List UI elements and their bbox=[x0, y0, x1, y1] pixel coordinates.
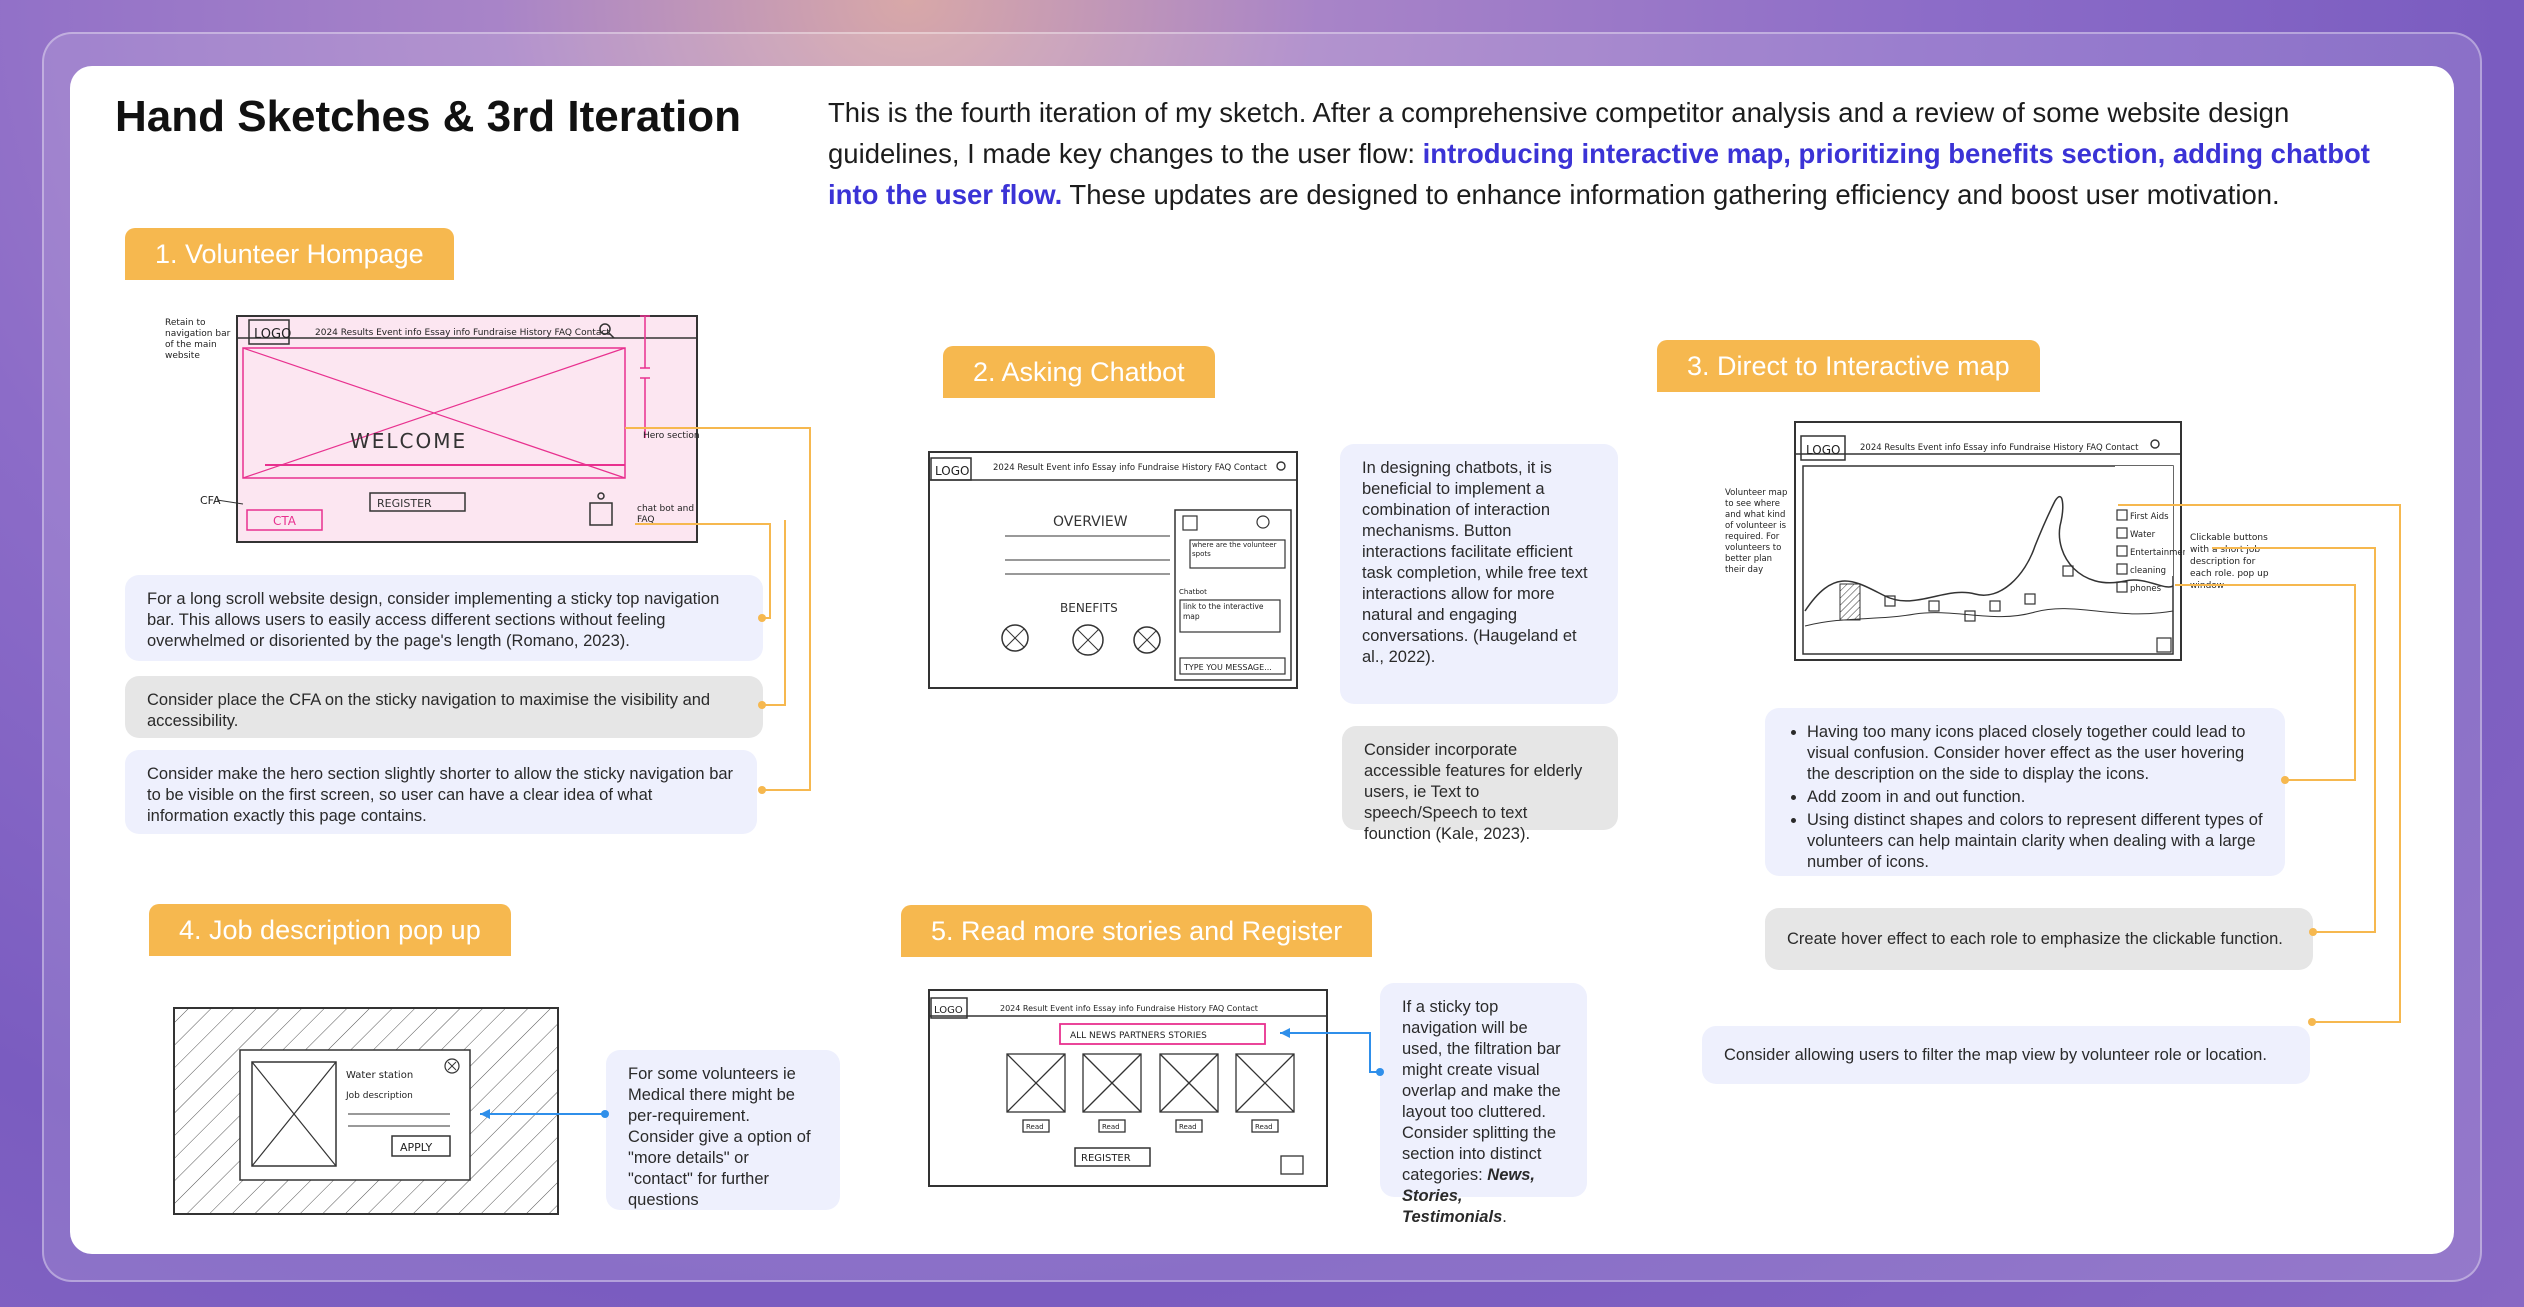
home-annotation-nav: Retain to navigation bar of the main web… bbox=[165, 318, 231, 361]
chat-bot-label: Chatbot bbox=[1179, 588, 1207, 596]
note-map-bullet-3: Using distinct shapes and colors to repr… bbox=[1807, 810, 2263, 873]
home-search-icon bbox=[599, 323, 611, 335]
note-cfa-nav: Consider place the CFA on the sticky nav… bbox=[125, 676, 763, 738]
page-title: Hand Sketches & 3rd Iteration bbox=[115, 92, 741, 141]
map-legend-water: Water bbox=[2130, 530, 2156, 540]
map-zoom-icon bbox=[2156, 637, 2172, 653]
stories-read-1: Read bbox=[1026, 1123, 1044, 1131]
job-popup-sketch: Water station Job description APPLY bbox=[170, 1004, 562, 1218]
map-legend-cleaning: cleaning bbox=[2130, 566, 2166, 576]
section-tag-stories-register: 5. Read more stories and Register bbox=[901, 905, 1373, 957]
map-legend-entertainment: Entertainment bbox=[2130, 548, 2185, 558]
note-filtration-end: . bbox=[1502, 1208, 1507, 1226]
popup-title: Water station bbox=[346, 1070, 413, 1081]
map-search-icon bbox=[2150, 439, 2160, 449]
section-tag-homepage: 1. Volunteer Hompage bbox=[125, 228, 454, 280]
chat-overview: OVERVIEW bbox=[1053, 514, 1128, 530]
stories-register-button bbox=[1074, 1147, 1151, 1167]
chat-logo: LOGO bbox=[935, 464, 969, 478]
note-filtration-bar: If a sticky top navigation will be used,… bbox=[1380, 983, 1587, 1226]
popup-apply-text: APPLY bbox=[400, 1141, 432, 1154]
home-annotation-hero: Hero section bbox=[643, 431, 700, 441]
homepage-sketch: LOGO 2024 Results Event info Essay info … bbox=[165, 298, 710, 548]
map-legend-first-aid: First Aids bbox=[2130, 512, 2169, 522]
intro-text-1: This is the fourth iteration of my sketc… bbox=[828, 97, 2290, 169]
note-map-icons: Having too many icons placed closely tog… bbox=[1765, 708, 2285, 876]
map-nav: 2024 Results Event info Essay info Fundr… bbox=[1860, 443, 2139, 453]
stories-read-2: Read bbox=[1102, 1123, 1120, 1131]
popup-close-icon bbox=[444, 1058, 460, 1074]
home-annotation-chat: chat bot and FAQ bbox=[637, 504, 695, 525]
stories-register-text: REGISTER bbox=[1081, 1153, 1131, 1164]
intro-paragraph: This is the fourth iteration of my sketc… bbox=[828, 92, 2388, 215]
stories-read-3: Read bbox=[1179, 1123, 1197, 1131]
map-annotation-left: Volunteer map to see where and what kind… bbox=[1725, 488, 1788, 575]
note-filtration-categories: News, Stories, Testimonials bbox=[1402, 1166, 1535, 1226]
popup-apply-button bbox=[391, 1135, 451, 1157]
chat-close-icon bbox=[1256, 515, 1270, 529]
note-hero-shorter: Consider make the hero section slightly … bbox=[125, 750, 757, 834]
section-tag-job-popup: 4. Job description pop up bbox=[149, 904, 511, 956]
chat-benefits: BENEFITS bbox=[1060, 601, 1118, 615]
stories-read-4: Read bbox=[1255, 1123, 1273, 1131]
section-tag-chatbot: 2. Asking Chatbot bbox=[943, 346, 1215, 398]
intro-highlight: introducing interactive map, prioritizin… bbox=[828, 138, 2370, 210]
stories-filter-bar bbox=[1059, 1023, 1266, 1045]
note-accessible-features: Consider incorporate accessible features… bbox=[1342, 726, 1618, 843]
note-chatbot-interactions: In designing chatbots, it is beneficial … bbox=[1340, 444, 1618, 704]
popup-window bbox=[239, 1049, 471, 1181]
home-cta-text: CTA bbox=[273, 514, 297, 528]
note-map-filter: Consider allowing users to filter the ma… bbox=[1702, 1026, 2310, 1084]
home-chatbot-icon bbox=[589, 502, 613, 526]
home-register-text: REGISTER bbox=[377, 497, 432, 510]
stories-nav: 2024 Result Event info Essay info Fundra… bbox=[1000, 1004, 1258, 1013]
chat-search-icon bbox=[1276, 461, 1286, 471]
popup-desc: Job description bbox=[345, 1091, 413, 1101]
home-annotation-cfa: CFA bbox=[200, 494, 221, 507]
note-job-requirement: For some volunteers ie Medical there mig… bbox=[606, 1050, 840, 1210]
note-filtration-text: If a sticky top navigation will be used,… bbox=[1402, 998, 1561, 1184]
note-sticky-nav: For a long scroll website design, consid… bbox=[125, 575, 763, 661]
stories-sketch: LOGO 2024 Result Event info Essay info F… bbox=[925, 986, 1337, 1194]
home-nav: 2024 Results Event info Essay info Fundr… bbox=[315, 328, 610, 338]
note-hover-effect: Create hover effect to each role to emph… bbox=[1765, 908, 2313, 970]
chat-message-bot: link to the interactive map bbox=[1183, 602, 1264, 621]
map-legend-phones: phones bbox=[2130, 584, 2162, 594]
map-logo: LOGO bbox=[1806, 443, 1840, 457]
stories-logo: LOGO bbox=[934, 1005, 963, 1016]
note-map-bullet-2: Add zoom in and out function. bbox=[1807, 787, 2263, 808]
chat-input: TYPE YOU MESSAGE... bbox=[1183, 663, 1272, 672]
chatbot-sketch: LOGO 2024 Result Event info Essay info F… bbox=[925, 448, 1303, 693]
chat-window bbox=[1174, 509, 1292, 681]
home-logo: LOGO bbox=[254, 327, 291, 342]
stories-filters: ALL NEWS PARTNERS STORIES bbox=[1070, 1031, 1207, 1041]
chat-nav: 2024 Result Event info Essay info Fundra… bbox=[993, 463, 1268, 473]
intro-text-2: These updates are designed to enhance in… bbox=[1062, 179, 2280, 210]
chat-message-user: where are the volunteer spots bbox=[1192, 541, 1277, 558]
note-map-bullet-1: Having too many icons placed closely tog… bbox=[1807, 722, 2263, 785]
section-tag-interactive-map: 3. Direct to Interactive map bbox=[1657, 340, 2040, 392]
stories-chatbot-icon bbox=[1280, 1155, 1304, 1175]
interactive-map-sketch: LOGO 2024 Results Event info Essay info … bbox=[1725, 416, 2185, 666]
home-hero-welcome: WELCOME bbox=[350, 429, 467, 453]
